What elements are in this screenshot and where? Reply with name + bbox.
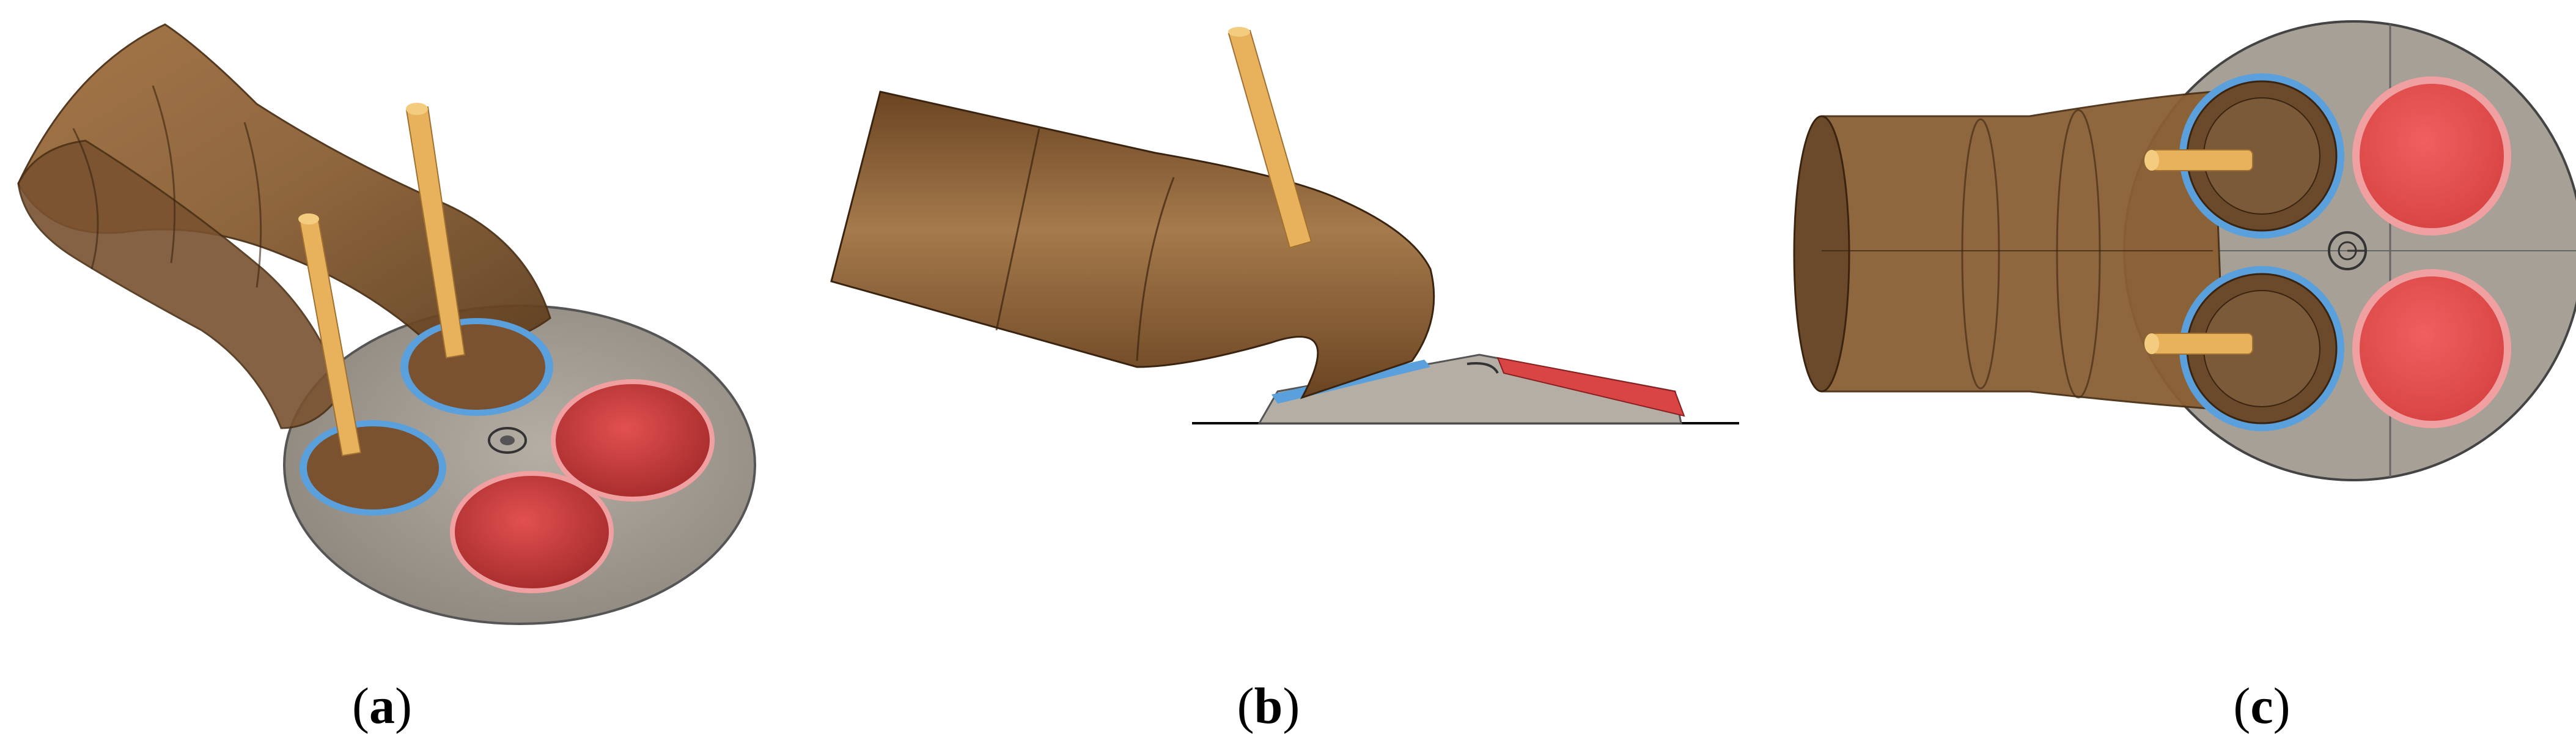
intake-runner <box>830 91 1435 399</box>
intake-runner-lower <box>17 139 344 429</box>
valve-stem <box>1227 27 1312 249</box>
exhaust-valve-edge <box>1496 357 1685 417</box>
panel-c-top-view: (c) <box>1773 0 2576 748</box>
intake-valve-1 <box>307 426 439 509</box>
valve-stem-2 <box>2144 333 2253 355</box>
intake-valve-2 <box>408 324 545 410</box>
valve-stem-2 <box>405 103 466 359</box>
exhaust-valve-1 <box>450 471 614 593</box>
caption-b: (b) <box>1237 678 1300 735</box>
valve-stem-1 <box>2144 149 2253 171</box>
spark-plug-icon <box>2328 231 2367 270</box>
spark-plug-icon <box>488 427 527 454</box>
panel-b-side-view: (b) <box>795 0 1773 748</box>
panel-a-isometric-view: (a) <box>0 0 795 748</box>
spark-plug-icon <box>1466 362 1499 374</box>
panel-b-drawing <box>830 27 1739 424</box>
valve-stem-1 <box>298 213 362 457</box>
runner-inlet-end <box>1793 115 1850 393</box>
panel-c-drawing <box>1793 20 2576 481</box>
panel-a-drawing <box>17 23 756 625</box>
caption-a: (a) <box>352 678 412 735</box>
exhaust-valve-2 <box>551 379 715 502</box>
caption-c: (c) <box>2233 678 2291 735</box>
